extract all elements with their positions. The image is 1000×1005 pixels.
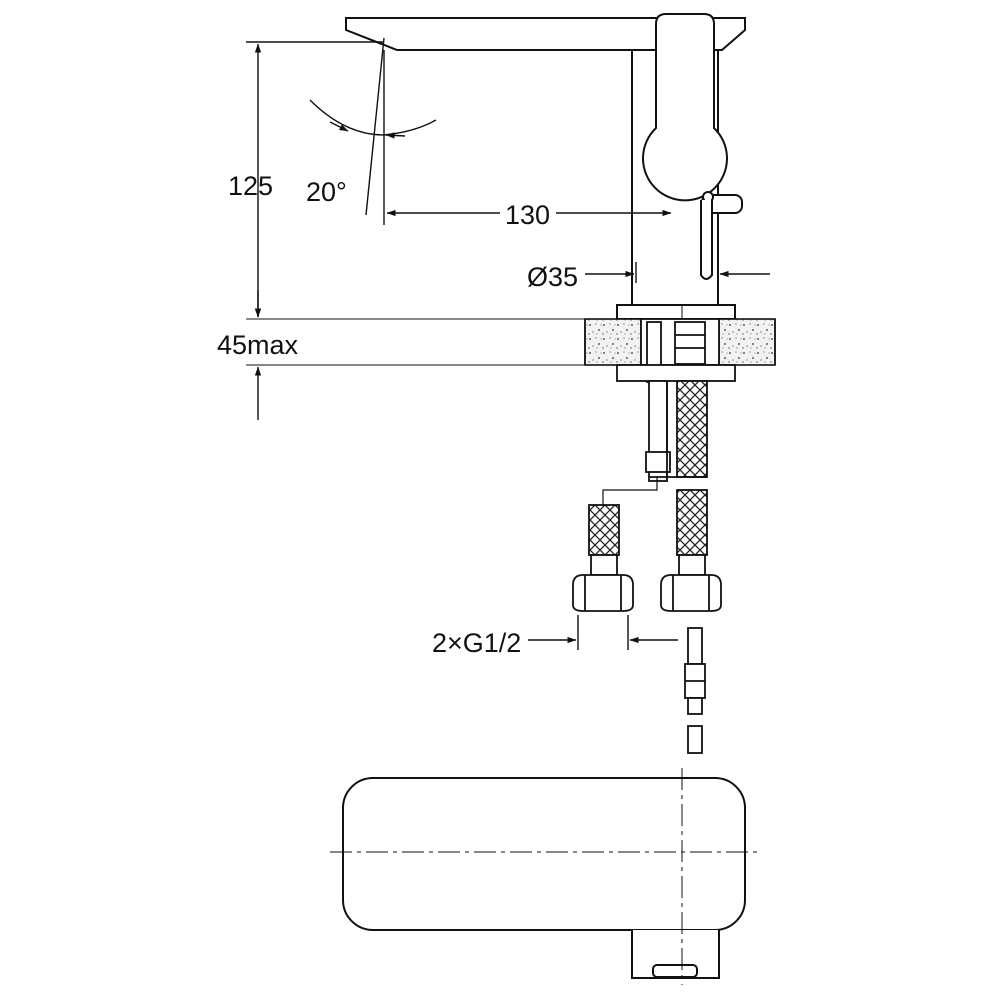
spout-plan-outline [342, 777, 746, 931]
dimension-labels: 125 20° 130 Ø35 45max 2×G1/2 [217, 171, 578, 658]
shank-fitting [674, 321, 706, 365]
mounting-hardware [616, 318, 736, 482]
hose-route-line [602, 477, 658, 505]
label-spout-reach: 130 [505, 200, 550, 230]
angle-arc [309, 99, 437, 136]
rod-segment-4 [687, 725, 703, 754]
hose-right [676, 489, 708, 556]
rod-segment-1 [687, 627, 703, 665]
supply-hoses [572, 477, 722, 612]
fixing-rod-parts [684, 627, 706, 754]
base-ring [616, 304, 736, 320]
spout-edge [345, 29, 398, 51]
hose-nut-left [572, 574, 634, 612]
label-connection: 2×G1/2 [432, 628, 521, 658]
lever-handle [642, 13, 728, 202]
dimension-lines [246, 37, 770, 650]
label-spout-height: 125 [228, 171, 273, 201]
knob-stem [700, 200, 713, 280]
faucet-elevation [345, 13, 746, 330]
countertop-right [718, 318, 776, 366]
hose-nut-right [660, 574, 722, 612]
aerator-plan [652, 964, 698, 978]
fixing-nut [616, 364, 736, 382]
countertop-section [584, 318, 776, 366]
rod-segment-3 [687, 697, 703, 715]
label-spout-angle: 20° [306, 177, 347, 207]
faucet-plan-view [330, 768, 760, 985]
label-deck-thickness: 45max [217, 330, 299, 360]
rod-nut [645, 451, 671, 473]
hose-top [676, 380, 708, 478]
hose-left [588, 504, 620, 556]
label-body-diameter: Ø35 [527, 262, 578, 292]
countertop-left [584, 318, 642, 366]
outlet-axis [365, 37, 385, 216]
